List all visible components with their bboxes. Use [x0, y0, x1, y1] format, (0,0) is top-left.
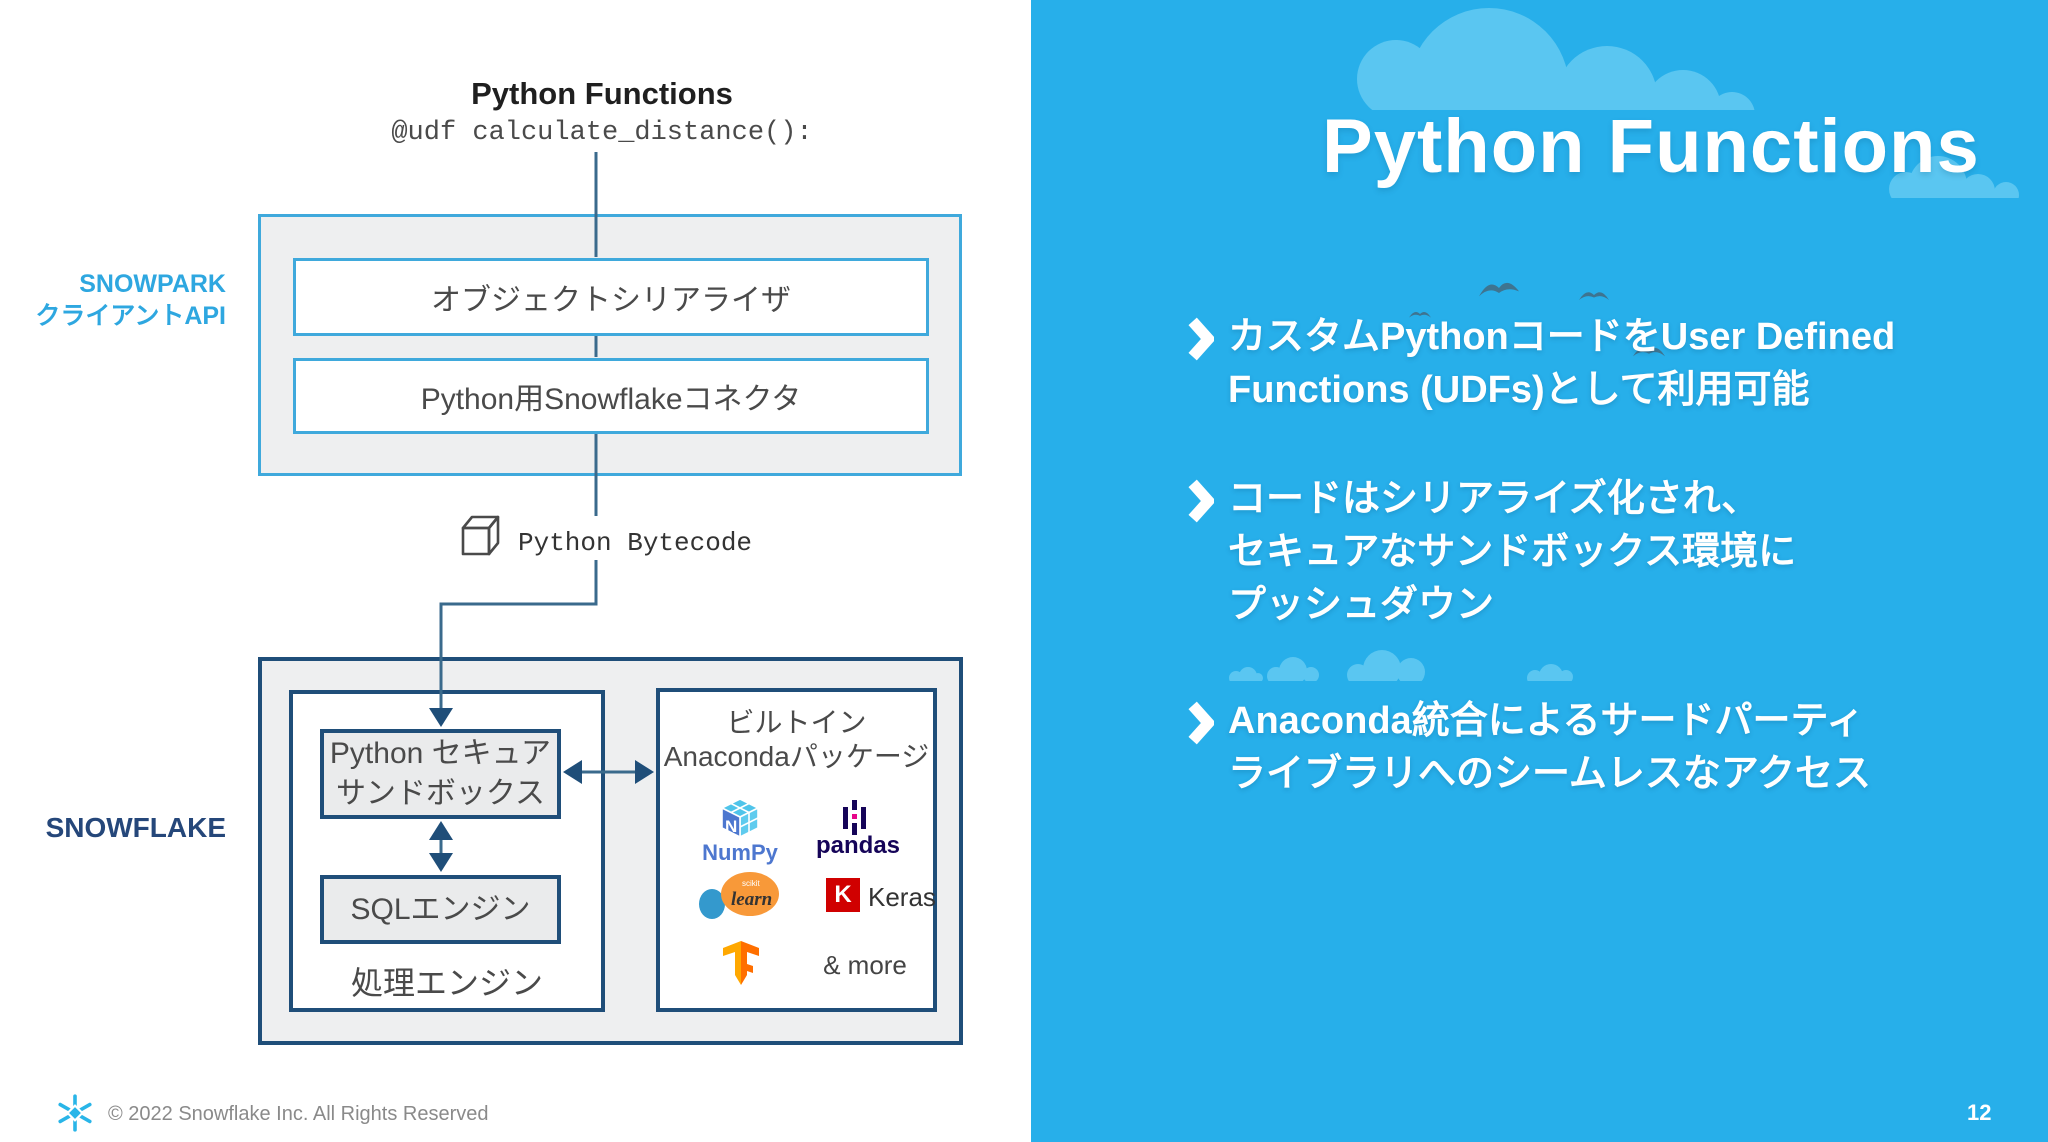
cloud-tiny [1229, 667, 1263, 681]
sql-engine-box: SQLエンジン [320, 875, 561, 944]
numpy-icon: N [717, 798, 763, 843]
page-number: 12 [1967, 1100, 1992, 1125]
anaconda-title: ビルトイン Anacondaパッケージ [663, 707, 930, 772]
processing-engine-label: 処理エンジン [350, 965, 543, 1001]
object-serializer-box: オブジェクトシリアライザ [293, 258, 929, 336]
cloud-tiny [1527, 664, 1575, 681]
copyright-text: © 2022 Snowflake Inc. All Rights Reserve… [108, 1103, 489, 1125]
diagram-title: Python Functions [471, 76, 733, 111]
chevron-bullet-icon [1188, 700, 1216, 751]
bullet-item-1: カスタムPythonコードをUser Defined Functions (UD… [1188, 311, 2028, 417]
python-sandbox-box: Python セキュア サンドボックス [320, 729, 561, 819]
keras-icon: K [826, 878, 860, 912]
svg-text:scikit: scikit [742, 879, 761, 888]
snowflake-side-label: SNOWFLAKE [45, 812, 226, 843]
object-serializer-label: オブジェクトシリアライザ [431, 284, 791, 317]
tensorflow-icon [720, 940, 762, 991]
right-panel: Python Functions カスタムPythonコードをUser Defi… [1031, 0, 2048, 1142]
pandas-icon [843, 800, 869, 841]
bullet-item-2: コードはシリアライズ化され、 セキュアなサンドボックス環境に プッシュダウン [1188, 473, 2028, 632]
bullet-item-3: Anaconda統合によるサードパーティ ライブラリへのシームレスなアクセス [1188, 695, 2028, 801]
cloud-large [1357, 0, 1777, 110]
snowflake-logo-icon [56, 1094, 94, 1137]
bird-icon [1479, 272, 1519, 309]
scikit-learn-icon: scikit learn [698, 872, 786, 925]
snowflake-connector-box: Python用Snowflakeコネクタ [293, 358, 929, 434]
panel-title: Python Functions [1322, 104, 1980, 189]
bird-icon [1579, 284, 1609, 311]
snowpark-client-api-box [258, 214, 962, 476]
cloud-medium [1347, 650, 1425, 681]
anaconda-packages-box [656, 688, 937, 1012]
sklearn-script-text: learn [731, 889, 772, 910]
bytecode-cube-icon [453, 510, 501, 567]
chevron-bullet-icon [1188, 478, 1216, 529]
snowflake-connector-label: Python用Snowflakeコネクタ [420, 383, 802, 416]
bytecode-label: Python Bytecode [518, 528, 753, 558]
chevron-bullet-icon [1188, 316, 1216, 367]
svg-text:N: N [725, 817, 737, 836]
udf-code-snippet: @udf calculate_distance(): [391, 118, 813, 148]
pandas-label: pandas [815, 832, 901, 859]
snowpark-side-label: SNOWPARK クライアントAPI [35, 270, 226, 330]
cloud-tiny [1267, 657, 1319, 681]
bird-icon [1409, 306, 1431, 327]
keras-label: Keras [868, 882, 936, 912]
numpy-label: NumPy [702, 840, 778, 865]
more-packages-label: & more [823, 950, 907, 980]
bird-icon [1633, 340, 1665, 367]
cloud-small-right [1889, 152, 2048, 198]
sql-engine-label: SQLエンジン [350, 892, 531, 926]
